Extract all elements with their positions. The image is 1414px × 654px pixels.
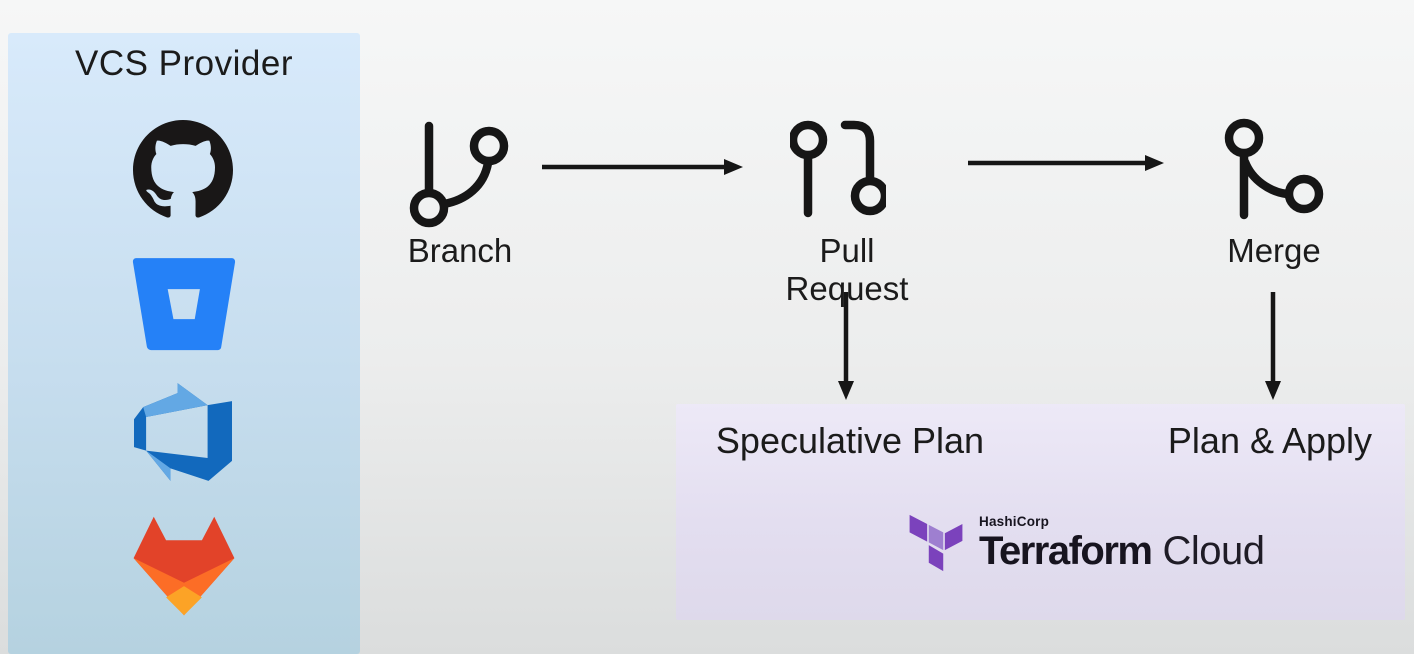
brand-product: Terraform xyxy=(979,528,1153,573)
speculative-plan-label: Speculative Plan xyxy=(715,420,985,461)
git-branch-icon xyxy=(408,118,510,232)
plan-apply-label: Plan & Apply xyxy=(1167,420,1373,461)
arrow-pull-request-to-speculative-plan xyxy=(835,290,857,402)
git-pull-request-icon xyxy=(790,118,886,232)
terraform-cloud-brand: HashiCorp Terraform Cloud xyxy=(905,510,1265,576)
vcs-panel-title: VCS Provider xyxy=(74,44,294,83)
merge-label: Merge xyxy=(1227,232,1321,269)
terraform-logo-icon xyxy=(905,510,967,576)
arrow-merge-to-plan-apply xyxy=(1262,290,1284,402)
github-icon xyxy=(133,120,233,220)
bitbucket-icon xyxy=(132,253,236,351)
brand-company: HashiCorp xyxy=(979,514,1050,529)
brand-suffix: Cloud xyxy=(1162,528,1265,573)
gitlab-icon xyxy=(128,510,240,622)
arrow-pull-request-to-merge xyxy=(966,148,1166,178)
azure-devops-icon xyxy=(134,383,232,481)
arrow-branch-to-pull-request xyxy=(540,152,745,182)
pull-request-label: Pull Request xyxy=(785,232,909,307)
brand-text: HashiCorp Terraform Cloud xyxy=(979,510,1265,571)
branch-label: Branch xyxy=(407,232,513,269)
git-merge-icon xyxy=(1222,118,1324,232)
terraform-cloud-panel xyxy=(676,404,1405,620)
